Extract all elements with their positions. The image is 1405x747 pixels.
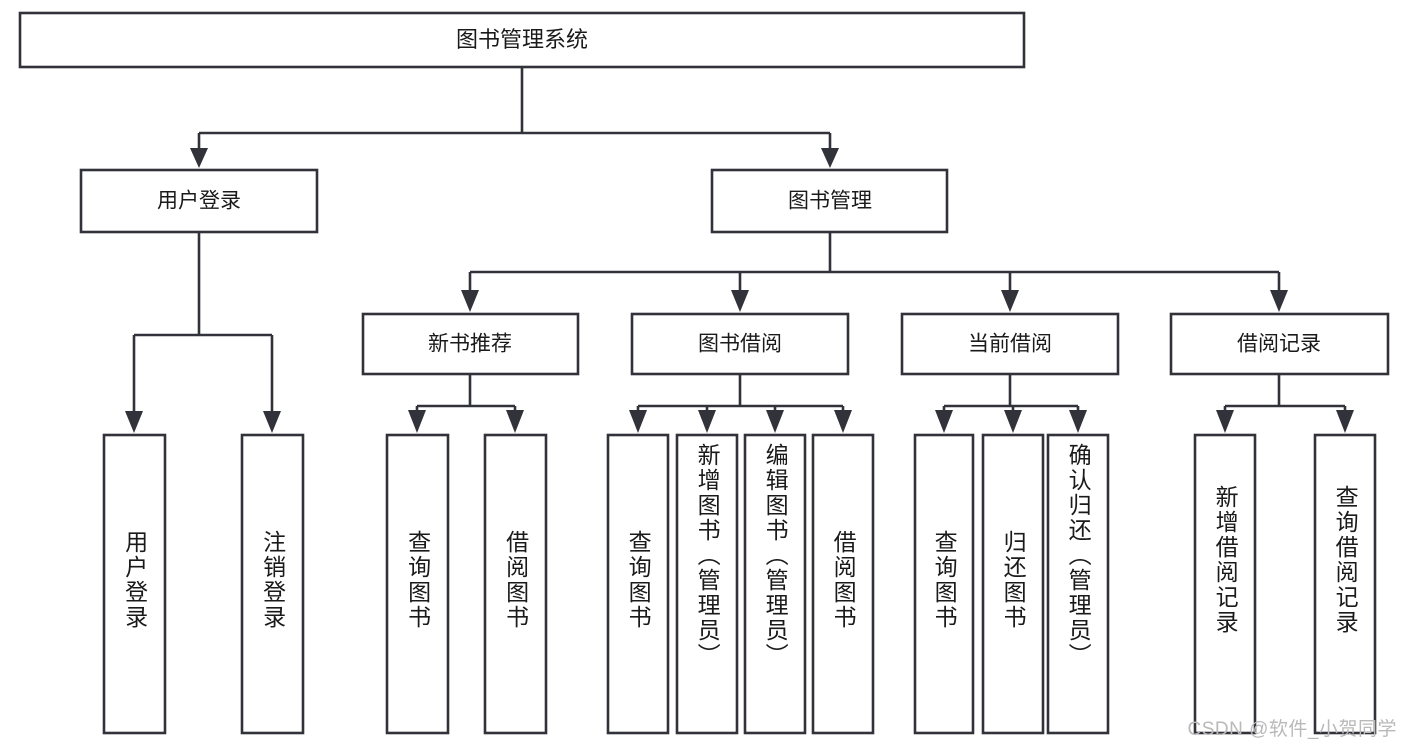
node-box-root[interactable] bbox=[18, 11, 1026, 69]
node-box-book-borrow[interactable] bbox=[630, 312, 850, 376]
arrowhead-current-borrow bbox=[1001, 290, 1019, 312]
leaf-box-user-login[interactable] bbox=[102, 433, 167, 735]
connector-layer bbox=[125, 67, 1354, 433]
arrowhead-cb-leaf1 bbox=[935, 410, 953, 433]
arrowhead-book-mgmt bbox=[821, 148, 839, 168]
arrowhead-br-leaf1 bbox=[1216, 410, 1234, 433]
node-box-new-book-recommend[interactable] bbox=[361, 312, 580, 376]
arrowhead-borrow-book bbox=[731, 290, 749, 312]
arrowhead-nb-leaf1 bbox=[408, 410, 426, 433]
arrowhead-cb-leaf3 bbox=[1069, 410, 1087, 433]
leaf-box-logout[interactable] bbox=[240, 433, 305, 735]
node-box-current-borrow[interactable] bbox=[900, 312, 1120, 376]
leaf-box-query-book-cb[interactable] bbox=[913, 433, 975, 735]
leaf-box-confirm-return-admin[interactable] bbox=[1046, 433, 1110, 735]
leaf-box-add-borrow-record[interactable] bbox=[1193, 433, 1257, 735]
leaf-box-borrow-book-bb[interactable] bbox=[811, 433, 875, 735]
arrowhead-borrow-record bbox=[1270, 290, 1288, 312]
watermark-text: CSDN @软件_小贺同学 bbox=[1187, 719, 1397, 740]
node-box-book-management[interactable] bbox=[710, 168, 949, 234]
node-box-user-login[interactable] bbox=[79, 168, 319, 234]
node-label-borrow-record: 借阅记录 bbox=[1237, 333, 1321, 356]
leaf-box-edit-book-admin[interactable] bbox=[743, 433, 807, 735]
leaf-box-query-borrow-record[interactable] bbox=[1313, 433, 1377, 735]
arrowhead-nb-leaf2 bbox=[506, 410, 524, 433]
node-label-root: 图书管理系统 bbox=[456, 27, 588, 52]
arrowhead-bb-leaf4 bbox=[834, 410, 852, 433]
arrowhead-cb-leaf2 bbox=[1004, 410, 1022, 433]
leaf-box-return-book[interactable] bbox=[981, 433, 1045, 735]
arrowhead-new-book bbox=[461, 290, 479, 312]
node-layer: 图书管理系统 用户登录 图书管理 新书推荐 图书借阅 当前借阅 借阅记录 bbox=[18, 11, 1390, 735]
arrowhead-bb-leaf3 bbox=[766, 410, 784, 433]
node-label-book-borrow: 图书借阅 bbox=[698, 333, 782, 356]
node-box-borrow-record[interactable] bbox=[1169, 312, 1390, 376]
node-label-user-login: 用户登录 bbox=[157, 190, 241, 213]
arrowhead-bb-leaf1 bbox=[629, 410, 647, 433]
arrowhead-leaf-user-login bbox=[125, 411, 143, 433]
leaf-box-borrow-book-nb[interactable] bbox=[483, 433, 548, 735]
arrowhead-leaf-logout bbox=[263, 411, 281, 433]
leaf-box-add-book-admin[interactable] bbox=[675, 433, 739, 735]
leaf-box-query-book-bb[interactable] bbox=[606, 433, 670, 735]
arrowhead-bb-leaf2 bbox=[698, 410, 716, 433]
node-label-book-management: 图书管理 bbox=[788, 190, 872, 213]
node-label-current-borrow: 当前借阅 bbox=[968, 333, 1052, 356]
arrowhead-br-leaf2 bbox=[1336, 410, 1354, 433]
node-label-new-book-recommend: 新书推荐 bbox=[428, 333, 512, 356]
leaf-box-query-book-nb[interactable] bbox=[385, 433, 450, 735]
arrowhead-user-login bbox=[190, 148, 208, 168]
